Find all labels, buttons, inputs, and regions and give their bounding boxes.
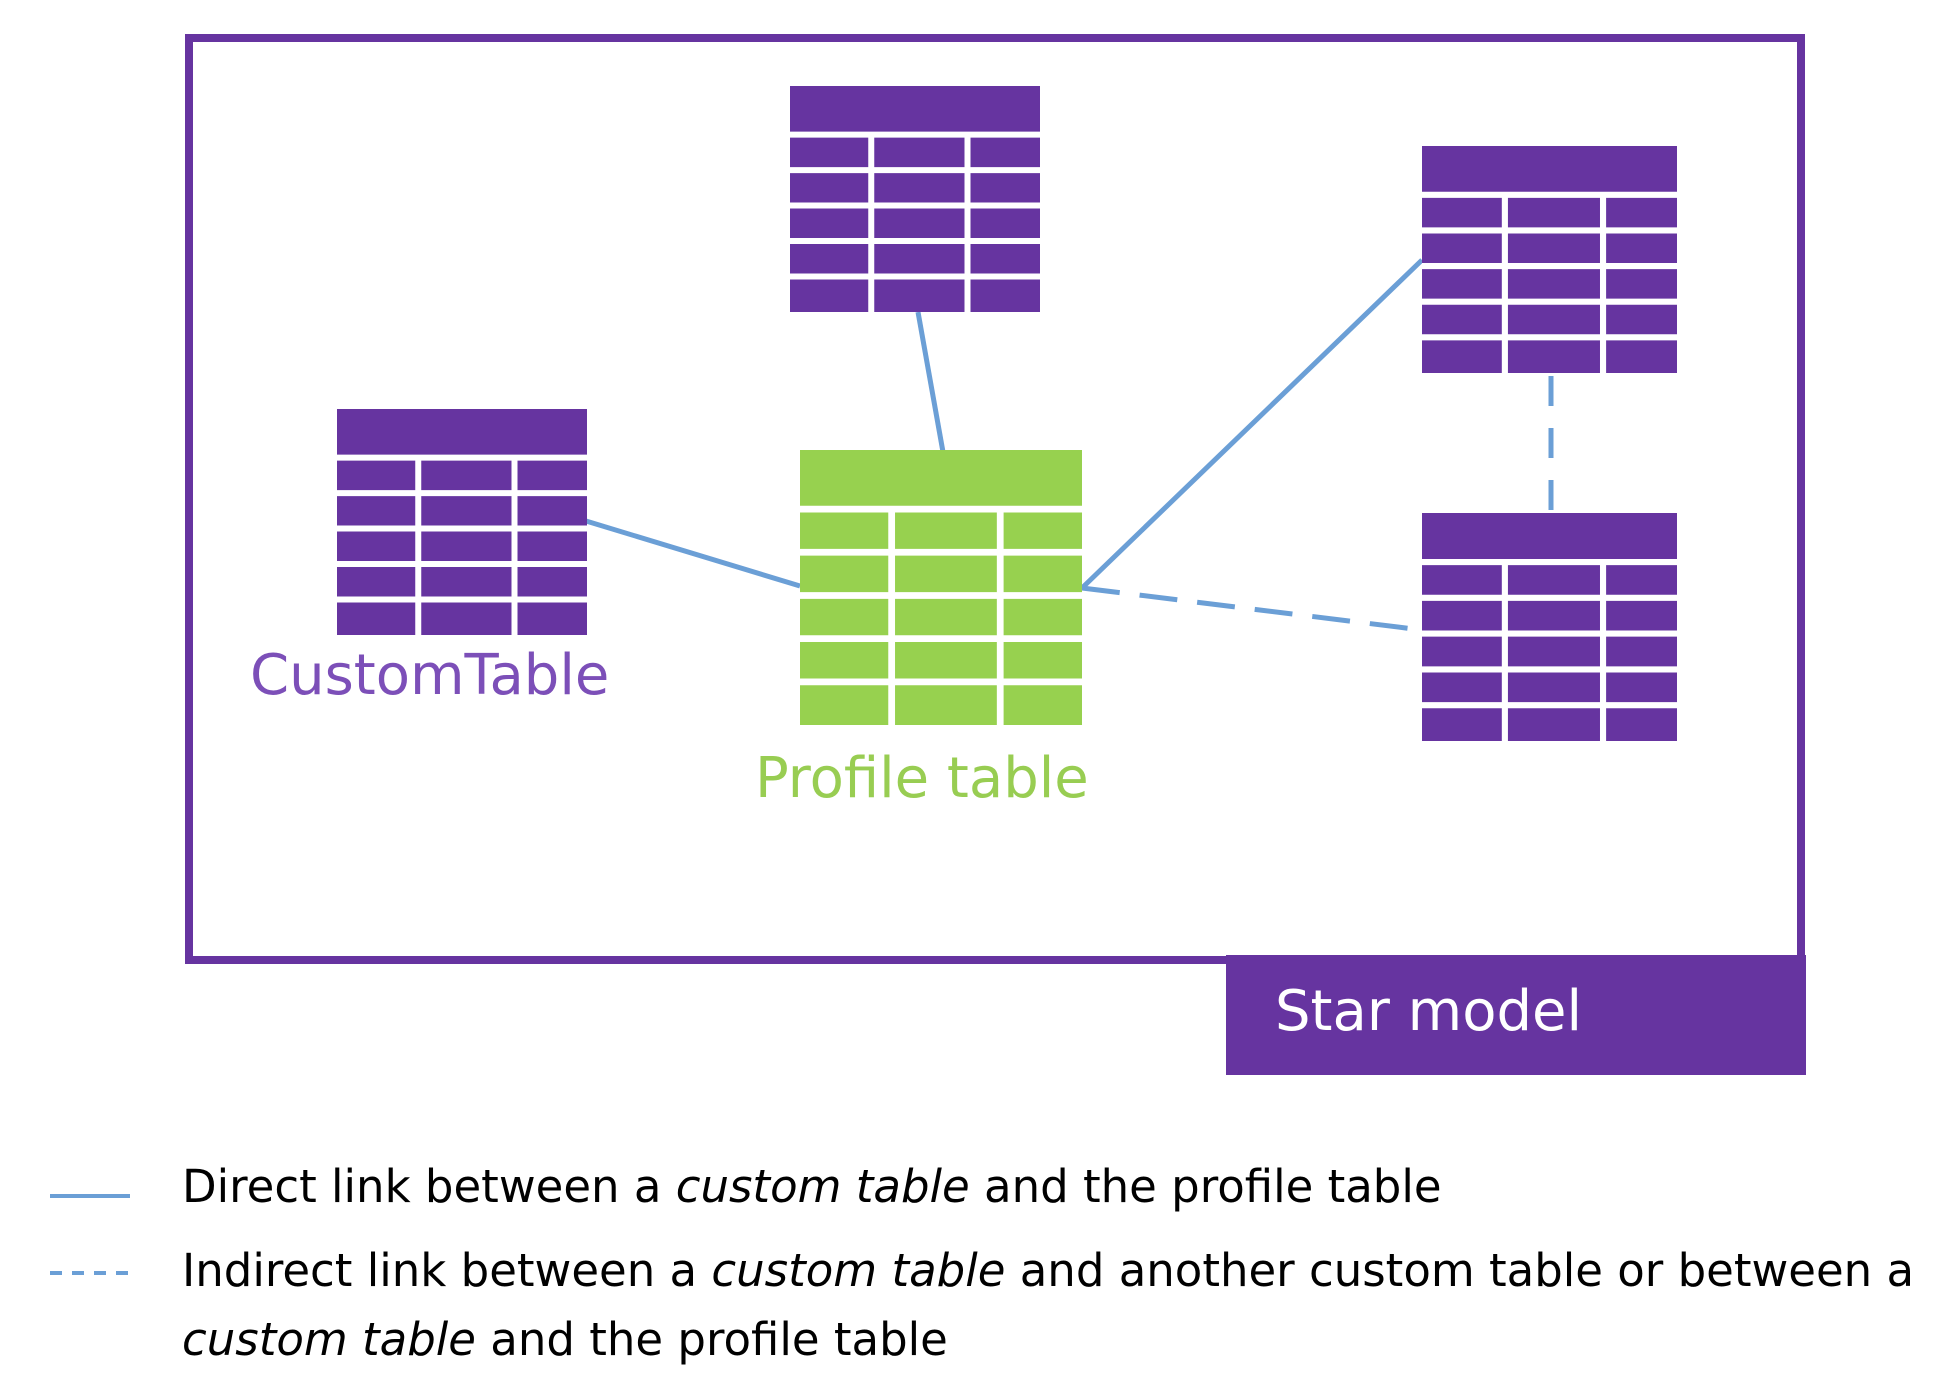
custom-table-top	[790, 86, 1040, 312]
legend-direct-text: Direct link between a custom table and t…	[182, 1160, 1442, 1213]
custom-table-label: CustomTable	[250, 643, 609, 708]
profile-table	[800, 450, 1082, 725]
links	[585, 258, 1554, 633]
direct-link-right	[1080, 258, 1424, 590]
direct-link-top	[915, 311, 946, 453]
profile-table-label: Profile table	[755, 746, 1089, 811]
custom-table-right-bottom	[1422, 513, 1677, 741]
legend-indirect-text-line2: custom table and the profile table	[182, 1313, 948, 1366]
star-model-label-box	[1226, 955, 1806, 1075]
custom-table-right-top	[1422, 146, 1677, 373]
indirect-link-right	[1081, 585, 1423, 633]
direct-link-left	[585, 518, 801, 589]
star-model-label: Star model	[1275, 979, 1582, 1044]
solid-line-icon	[50, 1194, 130, 1198]
custom-table-left	[337, 409, 587, 635]
legend-indirect-text-line1: Indirect link between a custom table and…	[182, 1244, 1915, 1297]
star-model-frame	[185, 34, 1805, 964]
dashed-line-icon	[50, 1271, 130, 1275]
